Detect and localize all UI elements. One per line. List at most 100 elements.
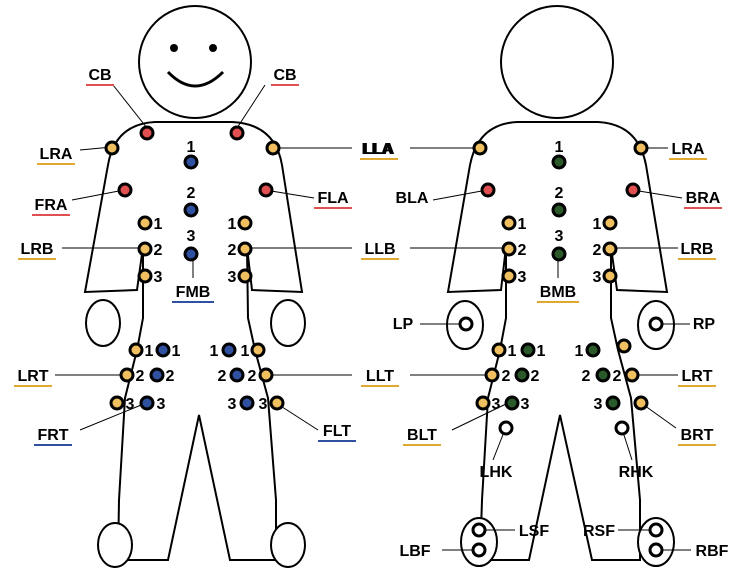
sensor-front-rleg-1-front: [155, 342, 171, 358]
sensor-back-mid-2: [551, 202, 567, 218]
sensor-front-rarm-2: [137, 241, 153, 257]
sensor-back-rarm-2: [602, 241, 618, 257]
num-back-lleg-2b: 2: [531, 368, 540, 385]
label-rhk: RHK: [619, 464, 654, 481]
sensor-front-cb-right-shoulder: [139, 125, 155, 141]
num-front-rleg-1b: 1: [172, 343, 181, 360]
back-head: [500, 5, 614, 119]
num-back-larm-2: 2: [518, 242, 527, 259]
sensor-front-rleg-1-side: [128, 342, 144, 358]
num-back-lleg-2a: 2: [502, 368, 511, 385]
front-right-hand: [270, 299, 306, 347]
num-front-rleg-1a: 1: [145, 343, 154, 360]
front-smile: [166, 70, 225, 88]
label-lra-back: LRA: [672, 141, 705, 158]
label-blt: BLT: [407, 427, 437, 444]
sensor-back-larm-2: [501, 241, 517, 257]
sensor-front-lleg-2-side: [258, 367, 274, 383]
label-bmb: BMB: [540, 284, 576, 301]
label-brt: BRT: [681, 427, 714, 444]
front-figure: [83, 5, 306, 568]
sensor-back-rleg-1-side: [616, 338, 632, 354]
label-lhk: LHK: [480, 464, 513, 481]
label-cb-left: CB: [88, 67, 111, 84]
num-back-larm-1: 1: [518, 216, 527, 233]
front-right-eye: [209, 44, 217, 52]
num-back-rarm-2: 2: [593, 242, 602, 259]
num-front-lleg-1b: 1: [241, 343, 250, 360]
num-front-rleg-3b: 3: [157, 396, 166, 413]
front-right-foot: [270, 522, 306, 568]
sensor-back-bra: [625, 182, 641, 198]
sensor-back-rhk: [614, 420, 630, 436]
num-front-lleg-1a: 1: [210, 343, 219, 360]
label-llt-front: LLT: [366, 368, 394, 385]
front-left-eye: [170, 44, 178, 52]
sensor-front-cb-left-shoulder: [229, 125, 245, 141]
front-sensors: [104, 125, 285, 411]
label-lbf: LBF: [399, 543, 430, 560]
sensor-front-mid-1: [183, 154, 199, 170]
num-back-larm-3: 3: [518, 269, 527, 286]
label-flt: FLT: [323, 423, 351, 440]
sensor-front-lleg-3-side: [269, 395, 285, 411]
num-front-lleg-2a: 2: [218, 368, 227, 385]
label-lrb-back: LRB: [681, 241, 714, 258]
num-front-lleg-2b: 2: [248, 368, 257, 385]
sensor-back-lleg-1-back: [520, 342, 536, 358]
sensor-front-rarm-3: [137, 268, 153, 284]
num-front-lleg-3b: 3: [259, 396, 268, 413]
sensor-front-rleg-3-side: [109, 395, 125, 411]
num-front-rarm-1: 1: [154, 216, 163, 233]
sensor-back-lleg-2-back: [514, 367, 530, 383]
sensor-back-lra: [633, 140, 649, 156]
label-fra: FRA: [35, 197, 68, 214]
label-lrb-front: LRB: [21, 241, 54, 258]
num-front-rleg-3a: 3: [126, 396, 135, 413]
leader-lhk: [492, 431, 505, 461]
sensor-back-lleg-1-side: [491, 342, 507, 358]
sensor-front-larm-1: [237, 215, 253, 231]
label-lp: LP: [393, 316, 414, 333]
sensor-back-larm-3: [501, 268, 517, 284]
sensor-back-rsf: [648, 522, 664, 538]
sensor-back-lp: [458, 316, 474, 332]
leader-fra: [71, 189, 125, 201]
sensor-back-rp: [648, 316, 664, 332]
sensor-front-rarm-1: [137, 215, 153, 231]
front-labels: CB CB LRA LLA FRA FLA LRB LLB FMB LRT LL…: [14, 67, 399, 446]
sensor-back-lbf: [471, 542, 487, 558]
sensor-front-rleg-2-front: [149, 367, 165, 383]
sensor-front-fra: [117, 182, 133, 198]
front-numbers: 1 2 3 1 2 3 1 2 3 1 1 2 2 3 3 1 1 2 2 3 …: [126, 139, 268, 413]
front-head: [138, 5, 252, 119]
label-lrt-back: LRT: [681, 368, 712, 385]
sensor-back-rarm-1: [602, 215, 618, 231]
leader-rhk: [622, 431, 633, 461]
label-fmb: FMB: [176, 284, 211, 301]
sensor-back-lla: [472, 140, 488, 156]
label-bra: BRA: [686, 190, 721, 207]
label-frt: FRT: [37, 427, 68, 444]
leader-bla: [432, 189, 488, 201]
label-rbf: RBF: [696, 543, 729, 560]
num-back-lleg-1a: 1: [508, 343, 517, 360]
label-bla: BLA: [396, 190, 429, 207]
sensor-back-mid-1: [551, 154, 567, 170]
num-front-mid-2: 2: [187, 185, 196, 202]
num-back-rleg-2b: 2: [613, 368, 622, 385]
back-sensors: [458, 140, 664, 558]
label-rsf: RSF: [583, 523, 615, 540]
leader-frt: [79, 402, 147, 431]
leader-cb-right: [236, 84, 266, 129]
sensor-back-rleg-3-back: [605, 395, 621, 411]
sensor-front-mid-2: [183, 202, 199, 218]
back-numbers: 1 2 3 1 2 3 1 2 3 1 1 2 2 3 3 1 2 2 3: [492, 139, 622, 413]
label-lra-front: LRA: [40, 146, 73, 163]
sensor-front-lleg-3-front: [239, 395, 255, 411]
num-back-lleg-1b: 1: [537, 343, 546, 360]
sensor-back-rarm-3: [602, 268, 618, 284]
front-leader-lines: [55, 84, 352, 431]
num-front-larm-2: 2: [228, 242, 237, 259]
sensor-back-rleg-3-side: [633, 395, 649, 411]
